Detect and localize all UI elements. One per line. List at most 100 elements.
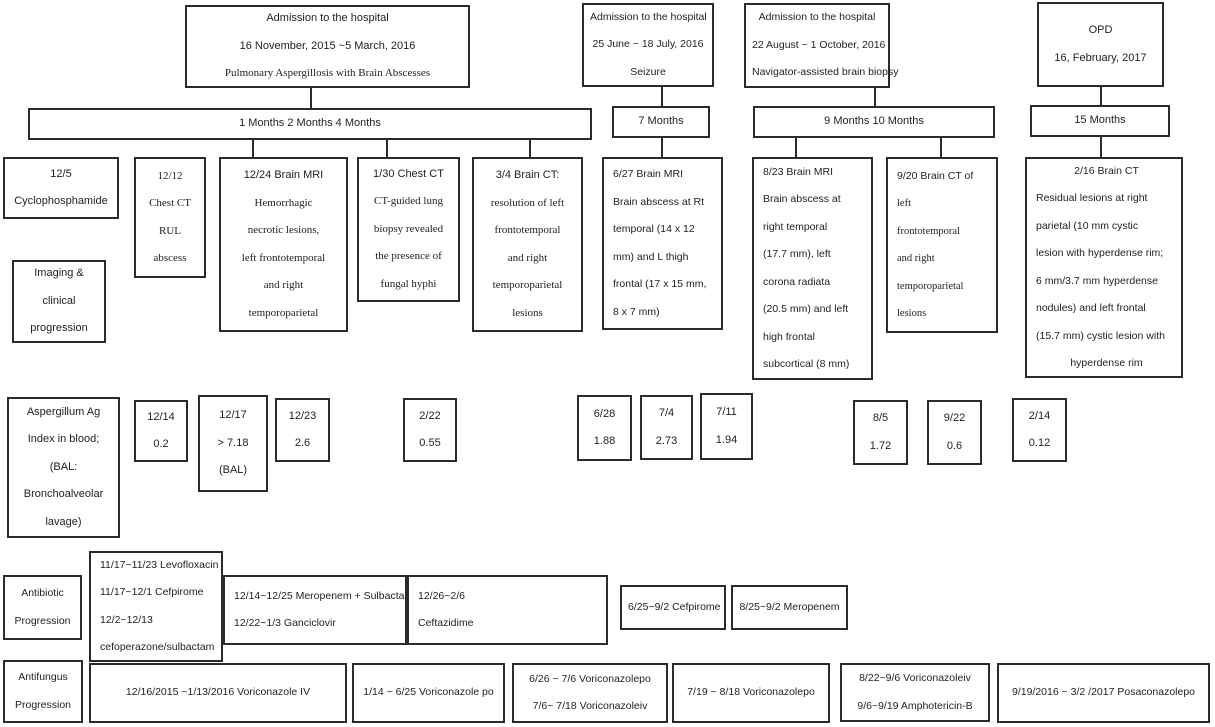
ag-value-12-17-text: (BAL): [218, 464, 248, 477]
admission-1-box-text: Admission to the hospital: [266, 12, 389, 25]
ag-value-12-14-text: 12/14: [147, 410, 175, 423]
antifungal-voriconazole-po2-box-text: 7/19 ~ 8/18 Voriconazolepo: [687, 686, 815, 699]
ag-value-7-4-text: 2.73: [655, 434, 678, 447]
event-2-16-brain-ct: 2/16 Brain CT Residual lesions at right pa…: [1025, 157, 1183, 378]
antifungal-voriconazole-amphotericin-box-text: 8/22~9/6 Voriconazoleiv: [859, 672, 971, 684]
antibiotic-cefpirome-box-text: 6/25~9/2 Cefpirome: [628, 600, 721, 613]
antibiotic-levofloxacin-cefpirome-box-text: cefoperazone/sulbactam: [100, 641, 215, 653]
event-3-4-brain-ct-text: temporoparietal: [492, 279, 563, 291]
ag-value-7-4: 7/4 2.73: [640, 395, 693, 460]
event-12-24-brain-mri-text: Hemorrhagic: [254, 196, 313, 209]
event-8-23-brain-mri-text: Brain abscess at: [763, 193, 841, 205]
ag-value-7-11-text: 1.94: [715, 433, 738, 446]
antibiotic-ceftazidime-box-text: Ceftazidime: [418, 617, 474, 629]
ag-value-7-4-text: 7/4: [658, 407, 675, 419]
admission-2-box-text: 25 June ~ 18 July, 2016: [592, 38, 704, 51]
opd-box-text: 16, February, 2017: [1054, 51, 1147, 64]
imaging-progression-label-text: progression: [30, 322, 88, 335]
ag-value-12-17-text: 12/17: [219, 409, 247, 422]
event-9-20-brain-ct-text: left: [897, 198, 911, 209]
antibiotic-meropenem-sulbactam-box-text: 12/22~1/3 Ganciclovir: [234, 617, 336, 629]
event-2-16-brain-ct-text: Residual lesions at right: [1036, 192, 1148, 204]
event-8-23-brain-mri-text: right temporal: [763, 220, 828, 233]
aspergillum-ag-label-text: Index in blood;: [27, 433, 100, 446]
event-1-30-chest-ct-text: 1/30 Chest CT: [373, 167, 444, 180]
months-9-10-bar-text: 9 Months 10 Months: [824, 115, 924, 128]
aspergillum-ag-label-text: lavage): [45, 515, 82, 528]
event-2-16-brain-ct-text: parietal (10 mm cystic: [1036, 219, 1139, 232]
admission-3-box-text: Admission to the hospital: [758, 11, 876, 24]
event-2-16-brain-ct-text: (15.7 mm) cystic lesion with: [1036, 329, 1165, 342]
antibiotic-meropenem-box: 8/25~9/2 Meropenem: [731, 585, 848, 630]
months-1-2-4-bar-text: 1 Months 2 Months 4 Months: [239, 117, 381, 130]
ag-value-6-28-text: 1.88: [593, 435, 616, 447]
antifungal-voriconazole-amphotericin-box: 8/22~9/6 Voriconazoleiv 9/6~9/19 Amphoter…: [840, 663, 990, 722]
antifungal-voriconazole-po-box: 1/14 ~ 6/25 Voriconazole po: [352, 663, 505, 723]
antifungal-voriconazole-iv-box-text: 12/16/2015 ~1/13/2016 Voriconazole IV: [125, 686, 311, 699]
event-8-23-brain-mri: 8/23 Brain MRI Brain abscess at right temp…: [752, 157, 873, 380]
event-6-27-brain-mri-text: 6/27 Brain MRI: [613, 168, 684, 180]
antifungal-voriconazole-amphotericin-box-text: 9/6~9/19 Amphotericin-B: [857, 699, 973, 712]
ag-value-6-28-text: 6/28: [593, 407, 616, 420]
aspergillum-ag-label-text: Aspergillum Ag: [26, 405, 101, 418]
imaging-progression-label-text: Imaging &: [34, 267, 84, 280]
antibiotic-meropenem-box-text: 8/25~9/2 Meropenem: [739, 600, 840, 613]
connector-months-130: [386, 140, 388, 157]
event-12-12-chest-ct-text: 12/12: [157, 169, 183, 182]
event-3-4-brain-ct-text: 3/4 Brain CT:: [495, 169, 560, 181]
event-2-16-brain-ct-text: 2/16 Brain CT: [1074, 164, 1139, 177]
ag-value-9-22-text: 9/22: [943, 412, 966, 424]
event-8-23-brain-mri-text: 8/23 Brain MRI: [763, 165, 834, 178]
event-3-4-brain-ct-text: and right: [507, 251, 548, 264]
connector-admission1-months: [310, 88, 312, 108]
admission-2-box-text: Seizure: [630, 65, 666, 78]
connector-months-1224: [252, 140, 254, 157]
ag-value-12-14: 12/14 0.2: [134, 400, 188, 462]
antifungal-voriconazole-po-box-text: 1/14 ~ 6/25 Voriconazole po: [363, 686, 494, 699]
antifungal-posaconazole-box: 9/19/2016 ~ 3/2 /2017 Posaconazolepo: [997, 663, 1210, 723]
event-2-16-brain-ct-text: nodules) and left frontal: [1036, 302, 1146, 314]
antibiotic-progression-label-text: Progression: [14, 614, 71, 627]
connector-admission2-months: [661, 87, 663, 106]
antibiotic-progression-label-text: Antibiotic: [21, 587, 64, 599]
ag-value-8-5-text: 1.72: [869, 439, 892, 452]
ag-value-2-14-text: 2/14: [1028, 409, 1051, 422]
event-9-20-brain-ct-text: lesions: [897, 308, 927, 319]
aspergillum-ag-label-text: Bronchoalveolar: [23, 488, 104, 501]
event-2-16-brain-ct-text: 6 mm/3.7 mm hyperdense: [1036, 274, 1158, 287]
event-6-27-brain-mri-text: frontal (17 x 15 mm,: [613, 278, 707, 290]
event-1-30-chest-ct-text: the presence of: [375, 250, 442, 263]
antifungus-progression-label-text: Progression: [14, 698, 72, 711]
admission-3-box: Admission to the hospital 22 August ~ 1 O…: [744, 3, 899, 88]
admission-1-box: Admission to the hospital 16 November, 20…: [185, 5, 470, 88]
event-12-12-chest-ct-text: RUL: [159, 224, 181, 237]
months-9-10-bar: 9 Months 10 Months: [753, 106, 995, 138]
connector-months7-627: [661, 138, 663, 157]
event-8-23-brain-mri-text: (17.7 mm), left: [763, 248, 831, 260]
antibiotic-ceftazidime-box-text: 12/26~2/6: [418, 589, 466, 602]
event-9-20-brain-ct-text: 9/20 Brain CT of: [897, 169, 974, 182]
event-3-4-brain-ct-text: frontotemporal: [494, 224, 561, 236]
admission-1-box-text: 16 November, 2015 ~5 March, 2016: [239, 39, 416, 52]
ag-value-12-14-text: 0.2: [153, 438, 169, 450]
connector-opd-months: [1100, 87, 1102, 105]
admission-3-box-text: 22 August ~ 1 October, 2016: [752, 38, 886, 51]
event-8-23-brain-mri-text: corona radiata: [763, 275, 831, 288]
event-8-23-brain-mri-text: (20.5 mm) and left: [763, 303, 849, 315]
antifungal-posaconazole-box-text: 9/19/2016 ~ 3/2 /2017 Posaconazolepo: [1011, 686, 1196, 699]
antifungal-voriconazole-po-iv-box-text: 7/6~ 7/18 Voriconazoleiv: [532, 700, 648, 712]
event-6-27-brain-mri-text: mm) and L thigh: [613, 250, 689, 263]
ag-value-2-14-text: 0.12: [1028, 437, 1051, 449]
ag-value-2-14: 2/14 0.12: [1012, 398, 1067, 462]
